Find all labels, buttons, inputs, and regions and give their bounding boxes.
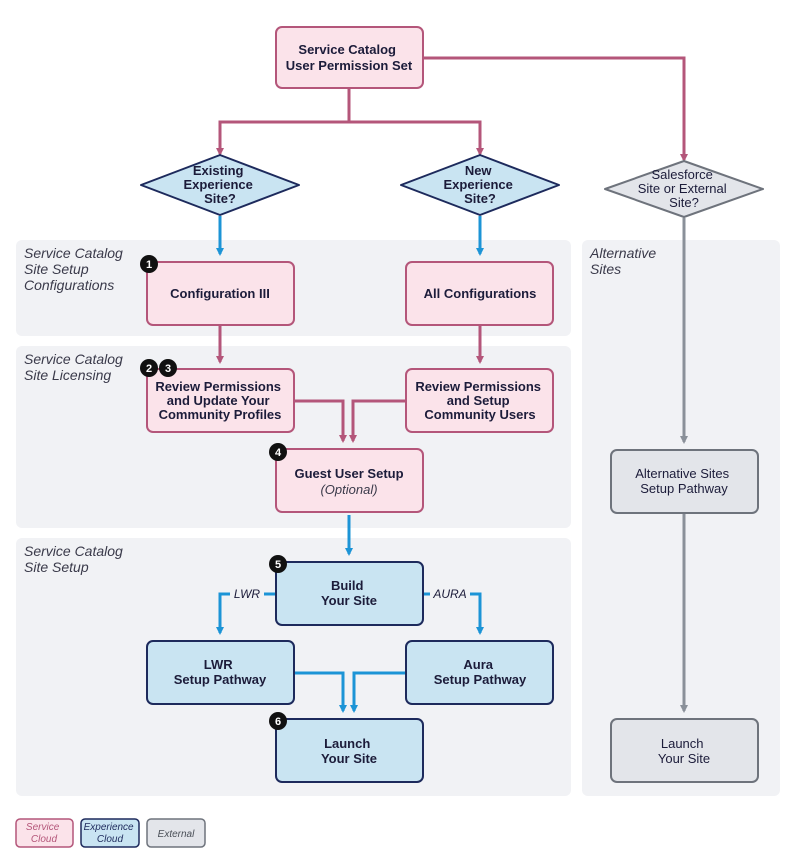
edge-review-update-to-guest [294, 399, 347, 443]
svg-text:All Configurations: All Configurations [424, 286, 537, 301]
step-badge-3: 3 [159, 359, 177, 377]
node-lwr-pathway[interactable]: LWR Setup Pathway [146, 640, 295, 705]
svg-text:Review Permissions and S: Review Permissions and Setup Community U… [415, 379, 544, 422]
svg-text:Salesforce Site or Exter: Salesforce Site or External Site? [638, 167, 731, 210]
node-all-configs[interactable]: All Configurations [405, 261, 554, 326]
legend-experience-cloud: Experience Cloud [80, 818, 140, 848]
svg-text:Aura Setup Pathway: Aura Setup Pathway [434, 657, 527, 687]
legend-service-cloud: Service Cloud [15, 818, 74, 848]
svg-text:Build Your Site: Build Your Site [321, 578, 377, 608]
step-badge-5: 5 [269, 555, 287, 573]
service-connectors [216, 56, 688, 443]
svg-text:New Experience Sit: New Experience Site? [444, 163, 517, 206]
svg-text:Review Permissions and U: Review Permissions and Update Your Commu… [155, 379, 284, 422]
step-badge-4: 4 [269, 443, 287, 461]
node-alt-pathway[interactable]: Alternative Sites Setup Pathway [610, 449, 759, 514]
node-salesforce-site[interactable]: Salesforce Site or External Site? [604, 160, 764, 218]
svg-text:Launch Your Site: Launch Your Site [321, 736, 377, 766]
node-new-site[interactable]: New Experience Site? [400, 154, 560, 216]
edge-label-aura: AURA [432, 587, 466, 601]
svg-text:Guest User Setup: Guest User Setup [294, 466, 403, 481]
svg-text:LWR Setup Pathway: LWR Setup Pathway [174, 657, 267, 687]
edge-aura-to-launch [350, 671, 405, 713]
edge-permission-to-salesforce [423, 56, 688, 162]
section-title-setup: Service Catalog Site Setup [24, 543, 127, 575]
node-launch-site[interactable]: Launch Your Site [275, 718, 424, 783]
legend-external: External [146, 818, 206, 848]
svg-text:Service Catalog User Per: Service Catalog User Permission Set [286, 42, 413, 73]
svg-text:4: 4 [275, 447, 282, 459]
node-existing-site[interactable]: Existing Experience Site? [140, 154, 300, 216]
section-title-licensing: Service Catalog Site Licensing [24, 351, 127, 383]
svg-text:6: 6 [275, 716, 281, 728]
node-build-site[interactable]: Build Your Site [275, 561, 424, 626]
node-alt-launch[interactable]: Launch Your Site [610, 718, 759, 783]
step-badge-2: 2 [140, 359, 158, 377]
svg-text:Configuration III: Configuration III [170, 286, 270, 301]
svg-text:5: 5 [275, 559, 281, 571]
svg-text:Service Cloud: Service Cloud [26, 822, 62, 845]
panel-alternative [582, 240, 780, 796]
guest-user-optional: (Optional) [320, 482, 377, 497]
aura-label-bg [430, 586, 470, 602]
edge-permission-to-split [216, 88, 351, 156]
section-title-configurations: Service Catalog Site Setup Configuration… [24, 245, 127, 293]
node-aura-pathway[interactable]: Aura Setup Pathway [405, 640, 554, 705]
svg-text:1: 1 [146, 259, 152, 271]
svg-text:Experience Cloud: Experience Cloud [84, 822, 137, 845]
svg-text:External: External [158, 829, 195, 840]
edge-label-lwr: LWR [234, 587, 261, 601]
svg-text:Launch Your Site: Launch Your Site [658, 736, 710, 766]
node-guest-user[interactable]: Guest User Setup (Optional) [275, 448, 424, 513]
svg-text:Alternative Sites Setup: Alternative Sites Setup Pathway [635, 466, 733, 496]
node-review-setup[interactable]: Review Permissions and Setup Community U… [405, 368, 554, 433]
node-permission-set[interactable]: Service Catalog User Permission Set [275, 26, 424, 89]
edge-split-to-new [349, 120, 484, 156]
svg-text:3: 3 [165, 363, 171, 375]
node-config-three[interactable]: Configuration III [146, 261, 295, 326]
node-review-update[interactable]: Review Permissions and Update Your Commu… [146, 368, 295, 433]
svg-text:Existing Experience: Existing Experience Site? [184, 163, 257, 206]
step-badge-6: 6 [269, 712, 287, 730]
edge-lwr-to-launch [294, 671, 347, 713]
lwr-label-bg [230, 586, 264, 602]
section-title-alternative: Alternative Sites [589, 245, 660, 277]
edge-review-setup-to-guest [349, 399, 405, 443]
svg-text:2: 2 [146, 363, 152, 375]
step-badge-1: 1 [140, 255, 158, 273]
